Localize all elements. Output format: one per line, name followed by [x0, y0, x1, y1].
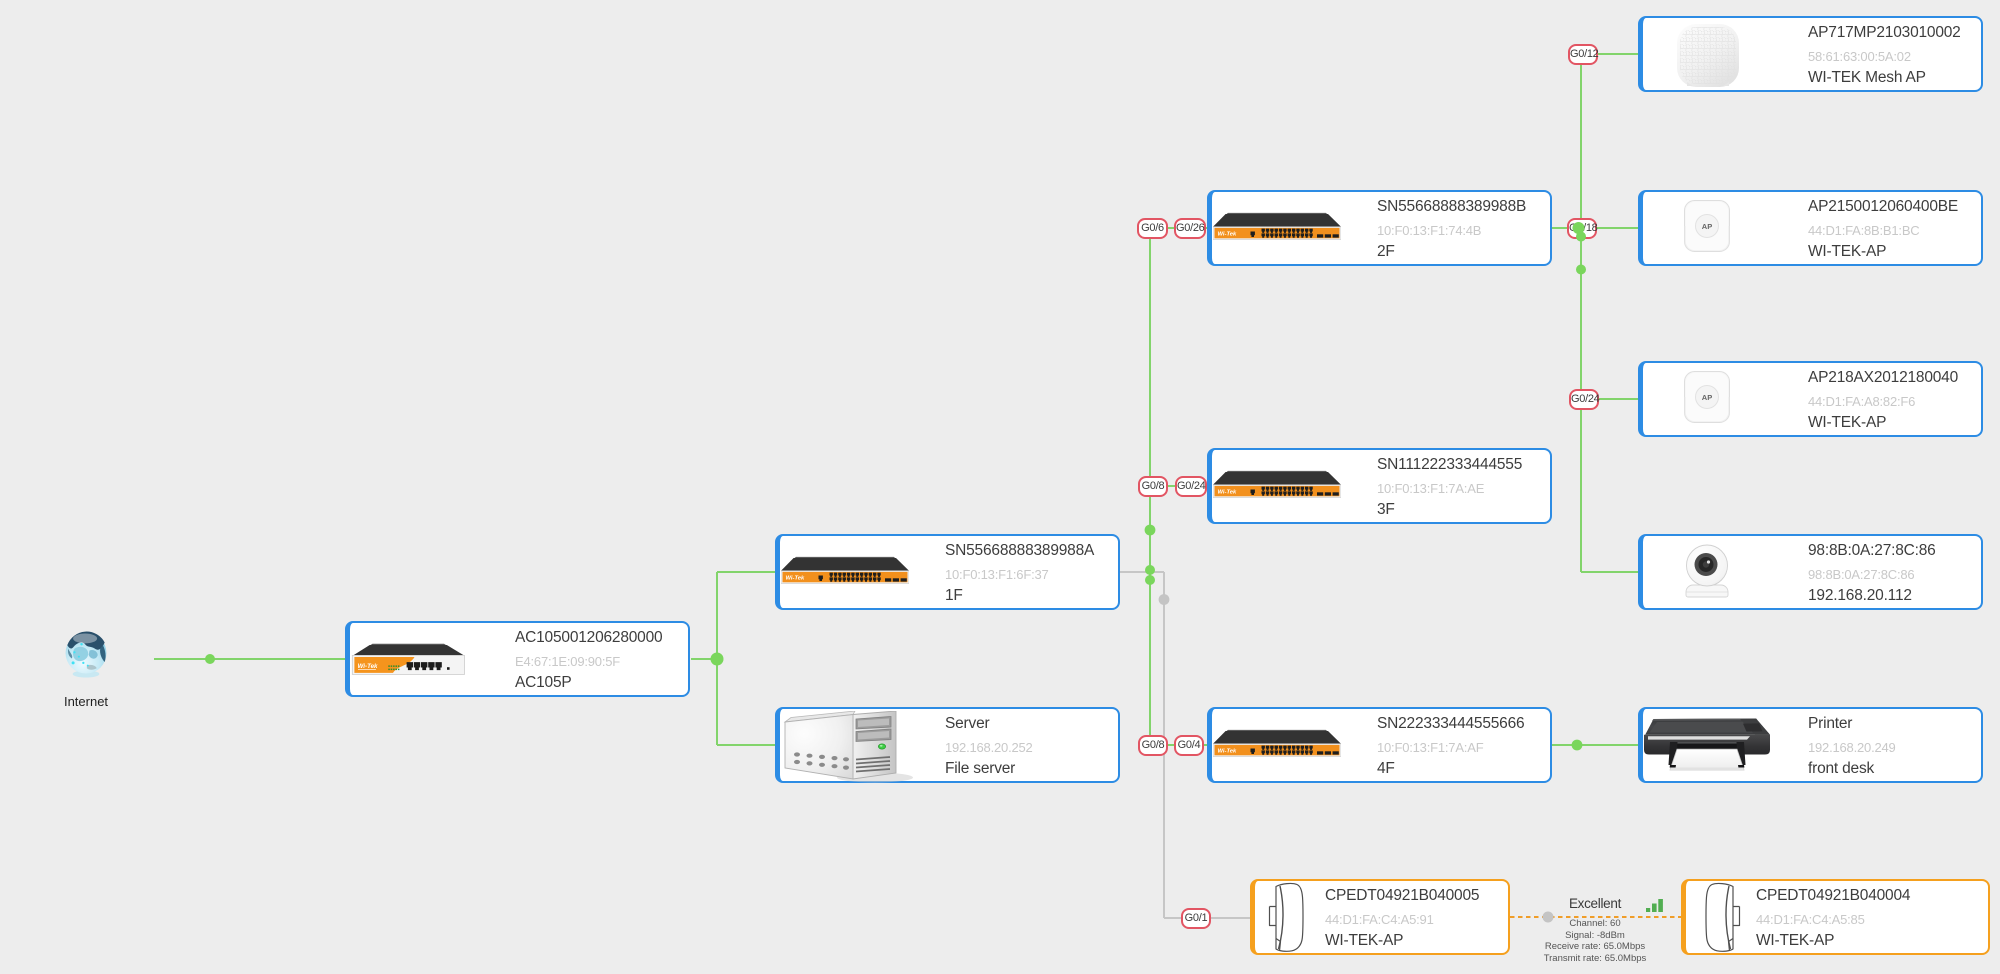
svg-text:Wi-Tek: Wi-Tek: [358, 663, 379, 670]
